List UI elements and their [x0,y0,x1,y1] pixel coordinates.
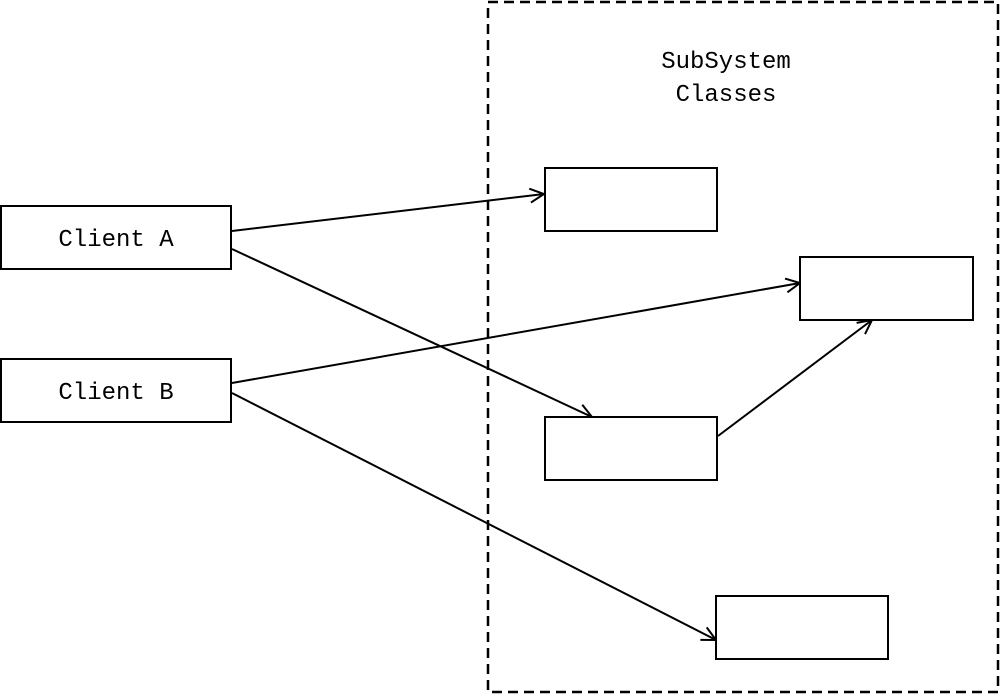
subsystem-class-2[interactable] [799,256,974,321]
subsystem-title-line1: SubSystem [661,49,791,76]
client-b-label: Client B [58,380,173,407]
subsystem-class-4[interactable] [715,595,889,660]
arrow-client-a-to-class-3 [231,248,592,417]
dependency-arrows [231,194,872,640]
client-b-box[interactable]: Client B [0,358,232,423]
arrow-client-b-to-class-2 [231,283,800,384]
subsystem-boundary: SubSystem Classes [486,0,1000,694]
arrow-client-b-to-class-4 [231,392,716,640]
subsystem-class-1[interactable] [544,167,718,232]
client-a-box[interactable]: Client A [0,205,232,270]
client-a-label: Client A [58,227,174,254]
subsystem-class-3[interactable] [544,416,718,481]
arrow-client-a-to-class-1 [231,194,544,232]
subsystem-title-line2: Classes [676,82,777,109]
arrow-class-3-to-class-2 [717,320,872,437]
